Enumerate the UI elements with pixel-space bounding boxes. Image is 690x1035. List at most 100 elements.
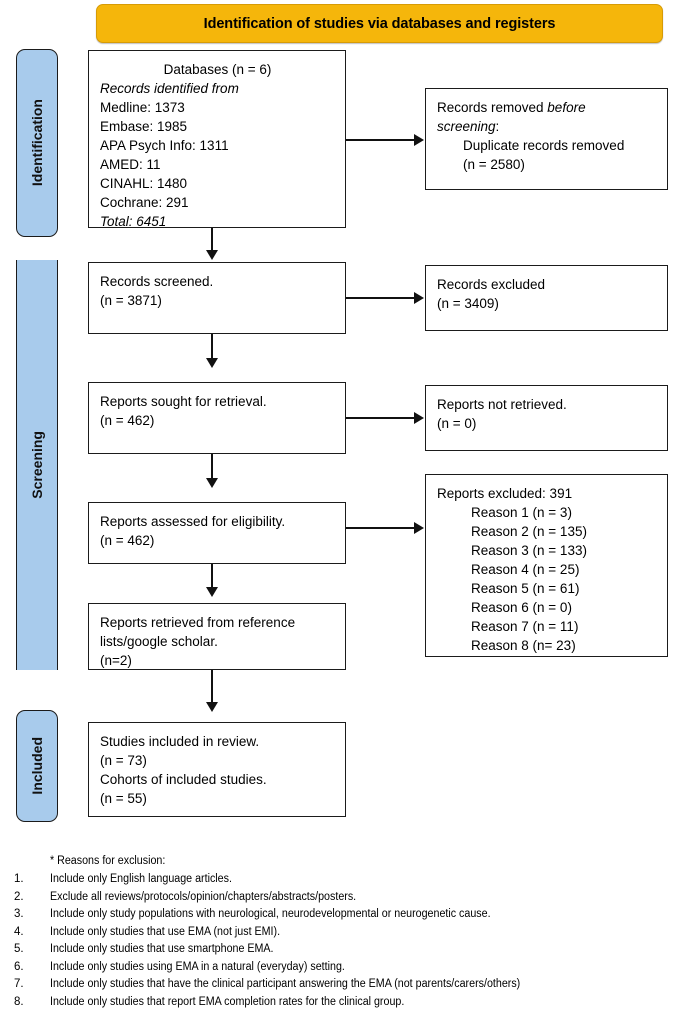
records-removed-line2: screening: bbox=[437, 117, 657, 136]
footnote-number: 7. bbox=[14, 978, 24, 990]
reference-lists-line1: Reports retrieved from reference bbox=[100, 615, 296, 630]
footnote-text: Exclude all reviews/protocols/opinion/ch… bbox=[50, 890, 357, 903]
footnotes-list: * Reasons for exclusion: 1. Include only… bbox=[14, 855, 690, 1011]
records-removed-line1: Records removed before bbox=[437, 98, 657, 117]
connector-reference-lists-to-included bbox=[211, 670, 213, 703]
box-studies-included: Studies included in review. (n = 73) Coh… bbox=[88, 722, 346, 817]
footnote-text: Include only studies that report EMA com… bbox=[50, 995, 405, 1008]
included-line1: Studies included in review. bbox=[100, 734, 260, 749]
included-line3: Cohorts of included studies. bbox=[100, 772, 267, 787]
footnote-number: 5. bbox=[14, 943, 24, 955]
footnote-number: 6. bbox=[14, 960, 24, 973]
footnotes-heading: * Reasons for exclusion: bbox=[50, 855, 166, 867]
databases-source: Medline: 1373 bbox=[100, 100, 185, 115]
connector-databases-to-screened bbox=[211, 228, 213, 251]
connector-screened-to-excluded bbox=[346, 297, 416, 299]
connector-databases-to-removed bbox=[346, 139, 416, 141]
reports-excluded-header: Reports excluded: 391 bbox=[437, 486, 573, 501]
reports-excluded-reason: Reason 5 (n = 61) bbox=[471, 581, 580, 596]
connector-sought-to-not-retrieved bbox=[346, 417, 416, 419]
arrowhead-screened-to-sought bbox=[206, 358, 218, 368]
box-databases-identified: Databases (n = 6) Records identified fro… bbox=[88, 50, 346, 229]
arrowhead-databases-to-removed bbox=[414, 134, 424, 146]
footnote-text: Include only studies that have the clini… bbox=[50, 978, 521, 990]
footnote-text: Include only study populations with neur… bbox=[50, 908, 491, 920]
box-reports-reference-lists: Reports retrieved from reference lists/g… bbox=[88, 603, 346, 670]
box-records-excluded: Records excluded (n = 3409) bbox=[425, 265, 668, 331]
databases-source: CINAHL: 1480 bbox=[100, 176, 188, 191]
stage-label-included-text: Included bbox=[29, 737, 45, 795]
reports-sought-line1: Reports sought for retrieval. bbox=[100, 394, 267, 409]
records-removed-line3: Duplicate records removed bbox=[463, 138, 625, 153]
records-excluded-line2: (n = 3409) bbox=[437, 296, 499, 311]
arrowhead-screened-to-excluded bbox=[414, 292, 424, 304]
box-reports-excluded-reasons: Reports excluded: 391 Reason 1 (n = 3) R… bbox=[425, 474, 668, 657]
databases-source: APA Psych Info: 1311 bbox=[100, 138, 229, 153]
footnote-text: Include only studies that use EMA (not j… bbox=[50, 925, 281, 938]
databases-title: Databases (n = 6) bbox=[163, 62, 272, 77]
reports-excluded-reason: Reason 1 (n = 3) bbox=[471, 505, 572, 520]
footnote-item: 3. Include only study populations with n… bbox=[14, 906, 690, 924]
reports-assessed-line2: (n = 462) bbox=[100, 533, 155, 548]
stage-label-identification: Identification bbox=[16, 49, 58, 237]
section-banner-identification: Identification of studies via databases … bbox=[96, 4, 663, 43]
reports-not-retrieved-line2: (n = 0) bbox=[437, 416, 477, 431]
records-excluded-line1: Records excluded bbox=[437, 277, 546, 292]
arrowhead-databases-to-screened bbox=[206, 250, 218, 260]
records-screened-line1: Records screened. bbox=[100, 274, 214, 289]
footnote-text: Include only studies that use smartphone… bbox=[50, 943, 274, 955]
arrowhead-reference-lists-to-included bbox=[206, 702, 218, 712]
reports-excluded-reason: Reason 4 (n = 25) bbox=[471, 562, 580, 577]
arrowhead-sought-to-assessed bbox=[206, 478, 218, 488]
connector-screened-to-sought bbox=[211, 334, 213, 359]
reports-excluded-reason: Reason 3 (n = 133) bbox=[471, 543, 587, 558]
footnote-item: 4. Include only studies that use EMA (no… bbox=[14, 924, 690, 942]
footnote-number: 4. bbox=[14, 925, 24, 938]
stage-label-screening-text: Screening bbox=[29, 431, 45, 499]
footnote-item: 5. Include only studies that use smartph… bbox=[14, 941, 690, 959]
databases-source: Cochrane: 291 bbox=[100, 195, 189, 210]
connector-assessed-to-reports-excluded bbox=[346, 527, 416, 529]
box-reports-assessed: Reports assessed for eligibility. (n = 4… bbox=[88, 502, 346, 564]
footnote-item: 6. Include only studies using EMA in a n… bbox=[14, 959, 690, 977]
records-removed-line1-b: before bbox=[547, 100, 586, 115]
footnote-text: Include only studies using EMA in a natu… bbox=[50, 960, 345, 973]
footnote-number: 2. bbox=[14, 890, 24, 903]
included-line2: (n = 73) bbox=[100, 753, 147, 768]
reports-excluded-reason: Reason 2 (n = 135) bbox=[471, 524, 587, 539]
reference-lists-line3: (n=2) bbox=[100, 653, 132, 668]
stage-label-included: Included bbox=[16, 710, 58, 822]
reports-not-retrieved-line1: Reports not retrieved. bbox=[437, 397, 567, 412]
box-reports-sought: Reports sought for retrieval. (n = 462) bbox=[88, 382, 346, 454]
databases-source: Embase: 1985 bbox=[100, 119, 188, 134]
databases-source: AMED: 11 bbox=[100, 157, 161, 172]
connector-assessed-to-reference-lists bbox=[211, 564, 213, 588]
records-removed-line4: (n = 2580) bbox=[463, 157, 525, 172]
records-removed-line1-a: Records removed bbox=[437, 100, 548, 115]
included-line4: (n = 55) bbox=[100, 791, 147, 806]
footnote-number: 8. bbox=[14, 995, 24, 1008]
stage-label-identification-text: Identification bbox=[29, 99, 45, 187]
databases-subtitle: Records identified from bbox=[100, 81, 239, 96]
footnote-text: Include only English language articles. bbox=[50, 873, 232, 885]
box-reports-not-retrieved: Reports not retrieved. (n = 0) bbox=[425, 385, 668, 451]
reports-sought-line2: (n = 462) bbox=[100, 413, 155, 428]
reports-assessed-line1: Reports assessed for eligibility. bbox=[100, 514, 286, 529]
connector-sought-to-assessed bbox=[211, 454, 213, 479]
footnote-number: 1. bbox=[14, 873, 24, 885]
reports-excluded-reason: Reason 8 (n= 23) bbox=[471, 638, 576, 653]
records-removed-line2-a: screening bbox=[437, 119, 496, 134]
databases-total: Total: 6451 bbox=[100, 214, 167, 229]
stage-label-screening: Screening bbox=[16, 260, 58, 670]
footnote-item: 1. Include only English language article… bbox=[14, 871, 690, 889]
reports-excluded-reason: Reason 7 (n = 11) bbox=[471, 619, 579, 634]
box-records-screened: Records screened. (n = 3871) bbox=[88, 262, 346, 334]
reports-excluded-reason: Reason 6 (n = 0) bbox=[471, 600, 572, 615]
footnote-item: 7. Include only studies that have the cl… bbox=[14, 976, 690, 994]
footnote-item: 8. Include only studies that report EMA … bbox=[14, 994, 690, 1012]
arrowhead-assessed-to-reference-lists bbox=[206, 587, 218, 597]
box-records-removed: Records removed before screening: Duplic… bbox=[425, 88, 668, 190]
footnote-item: 2. Exclude all reviews/protocols/opinion… bbox=[14, 889, 690, 907]
records-screened-line2: (n = 3871) bbox=[100, 293, 162, 308]
reference-lists-line2: lists/google scholar. bbox=[100, 634, 218, 649]
